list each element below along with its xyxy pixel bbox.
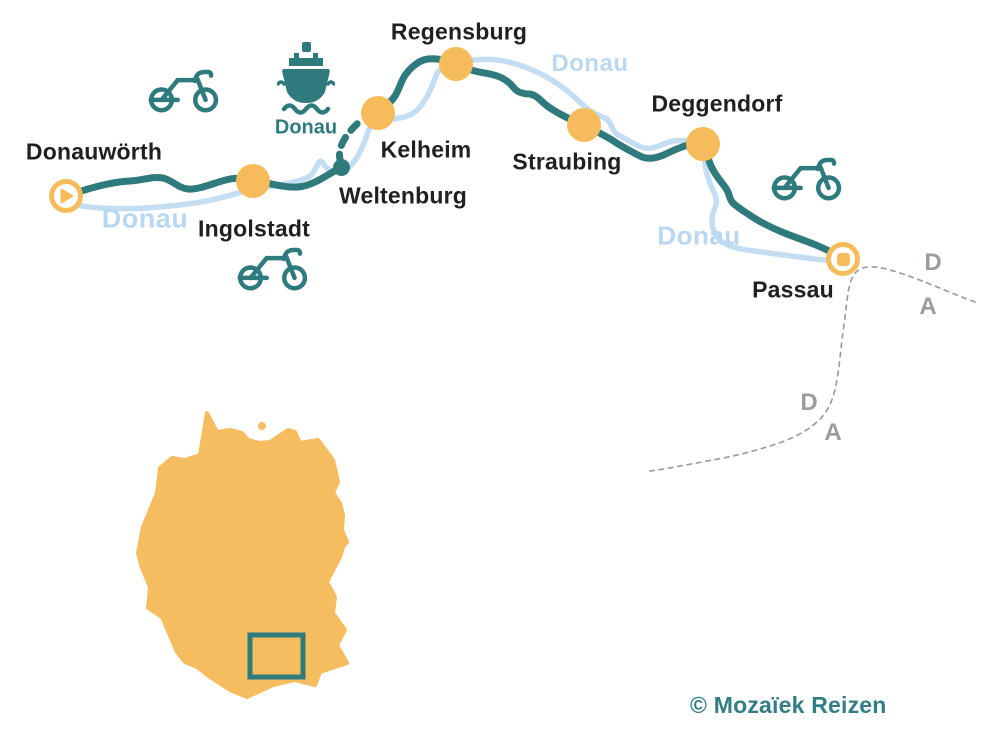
danube-river-path <box>63 56 844 265</box>
germany-inset-map <box>136 411 349 699</box>
cycling-route-path <box>62 163 345 200</box>
river-label-donau-west: Donau <box>101 203 189 234</box>
stop-icon <box>836 252 850 266</box>
city-marker-regensburg <box>439 47 473 81</box>
border-label-germany-north: D <box>924 249 942 276</box>
river-label-donau-east: Donau <box>657 220 741 251</box>
end-marker-passau <box>826 242 860 276</box>
bicycle-icon-center <box>237 247 308 291</box>
city-label-straubing: Straubing <box>512 148 622 175</box>
city-marker-ingolstadt <box>236 164 270 198</box>
city-label-passau: Passau <box>752 276 834 303</box>
city-marker-kelheim <box>361 96 395 130</box>
ship-icon <box>277 42 335 115</box>
cycling-route-path-east <box>374 55 847 263</box>
city-label-weltenburg: Weltenburg <box>338 182 468 209</box>
bicycle-icon-northwest <box>148 69 219 113</box>
start-marker-donauwoerth <box>49 179 83 213</box>
copyright-text: © Mozaïek Reizen <box>690 692 887 718</box>
city-label-kelheim: Kelheim <box>380 136 472 163</box>
border-label-austria-south: A <box>824 419 842 446</box>
germany-island-dot <box>258 422 266 430</box>
germany-silhouette <box>136 411 349 699</box>
city-label-ingolstadt: Ingolstadt <box>198 215 310 242</box>
city-label-donauwoerth: Donauwörth <box>25 138 163 165</box>
boat-dot-weltenburg <box>333 159 350 176</box>
region-highlight-box <box>247 632 306 680</box>
boat-section-label: Donau <box>274 116 338 139</box>
border-label-austria-north: A <box>919 293 937 320</box>
country-border-path <box>649 265 976 472</box>
city-label-deggendorf: Deggendorf <box>651 90 783 117</box>
city-marker-deggendorf <box>686 127 720 161</box>
city-label-regensburg: Regensburg <box>390 18 528 45</box>
city-marker-straubing <box>567 108 601 142</box>
border-label-germany-south: D <box>800 389 818 416</box>
river-label-donau-middle: Donau <box>551 50 629 77</box>
play-icon <box>60 188 73 204</box>
bicycle-icon-east <box>771 157 842 201</box>
